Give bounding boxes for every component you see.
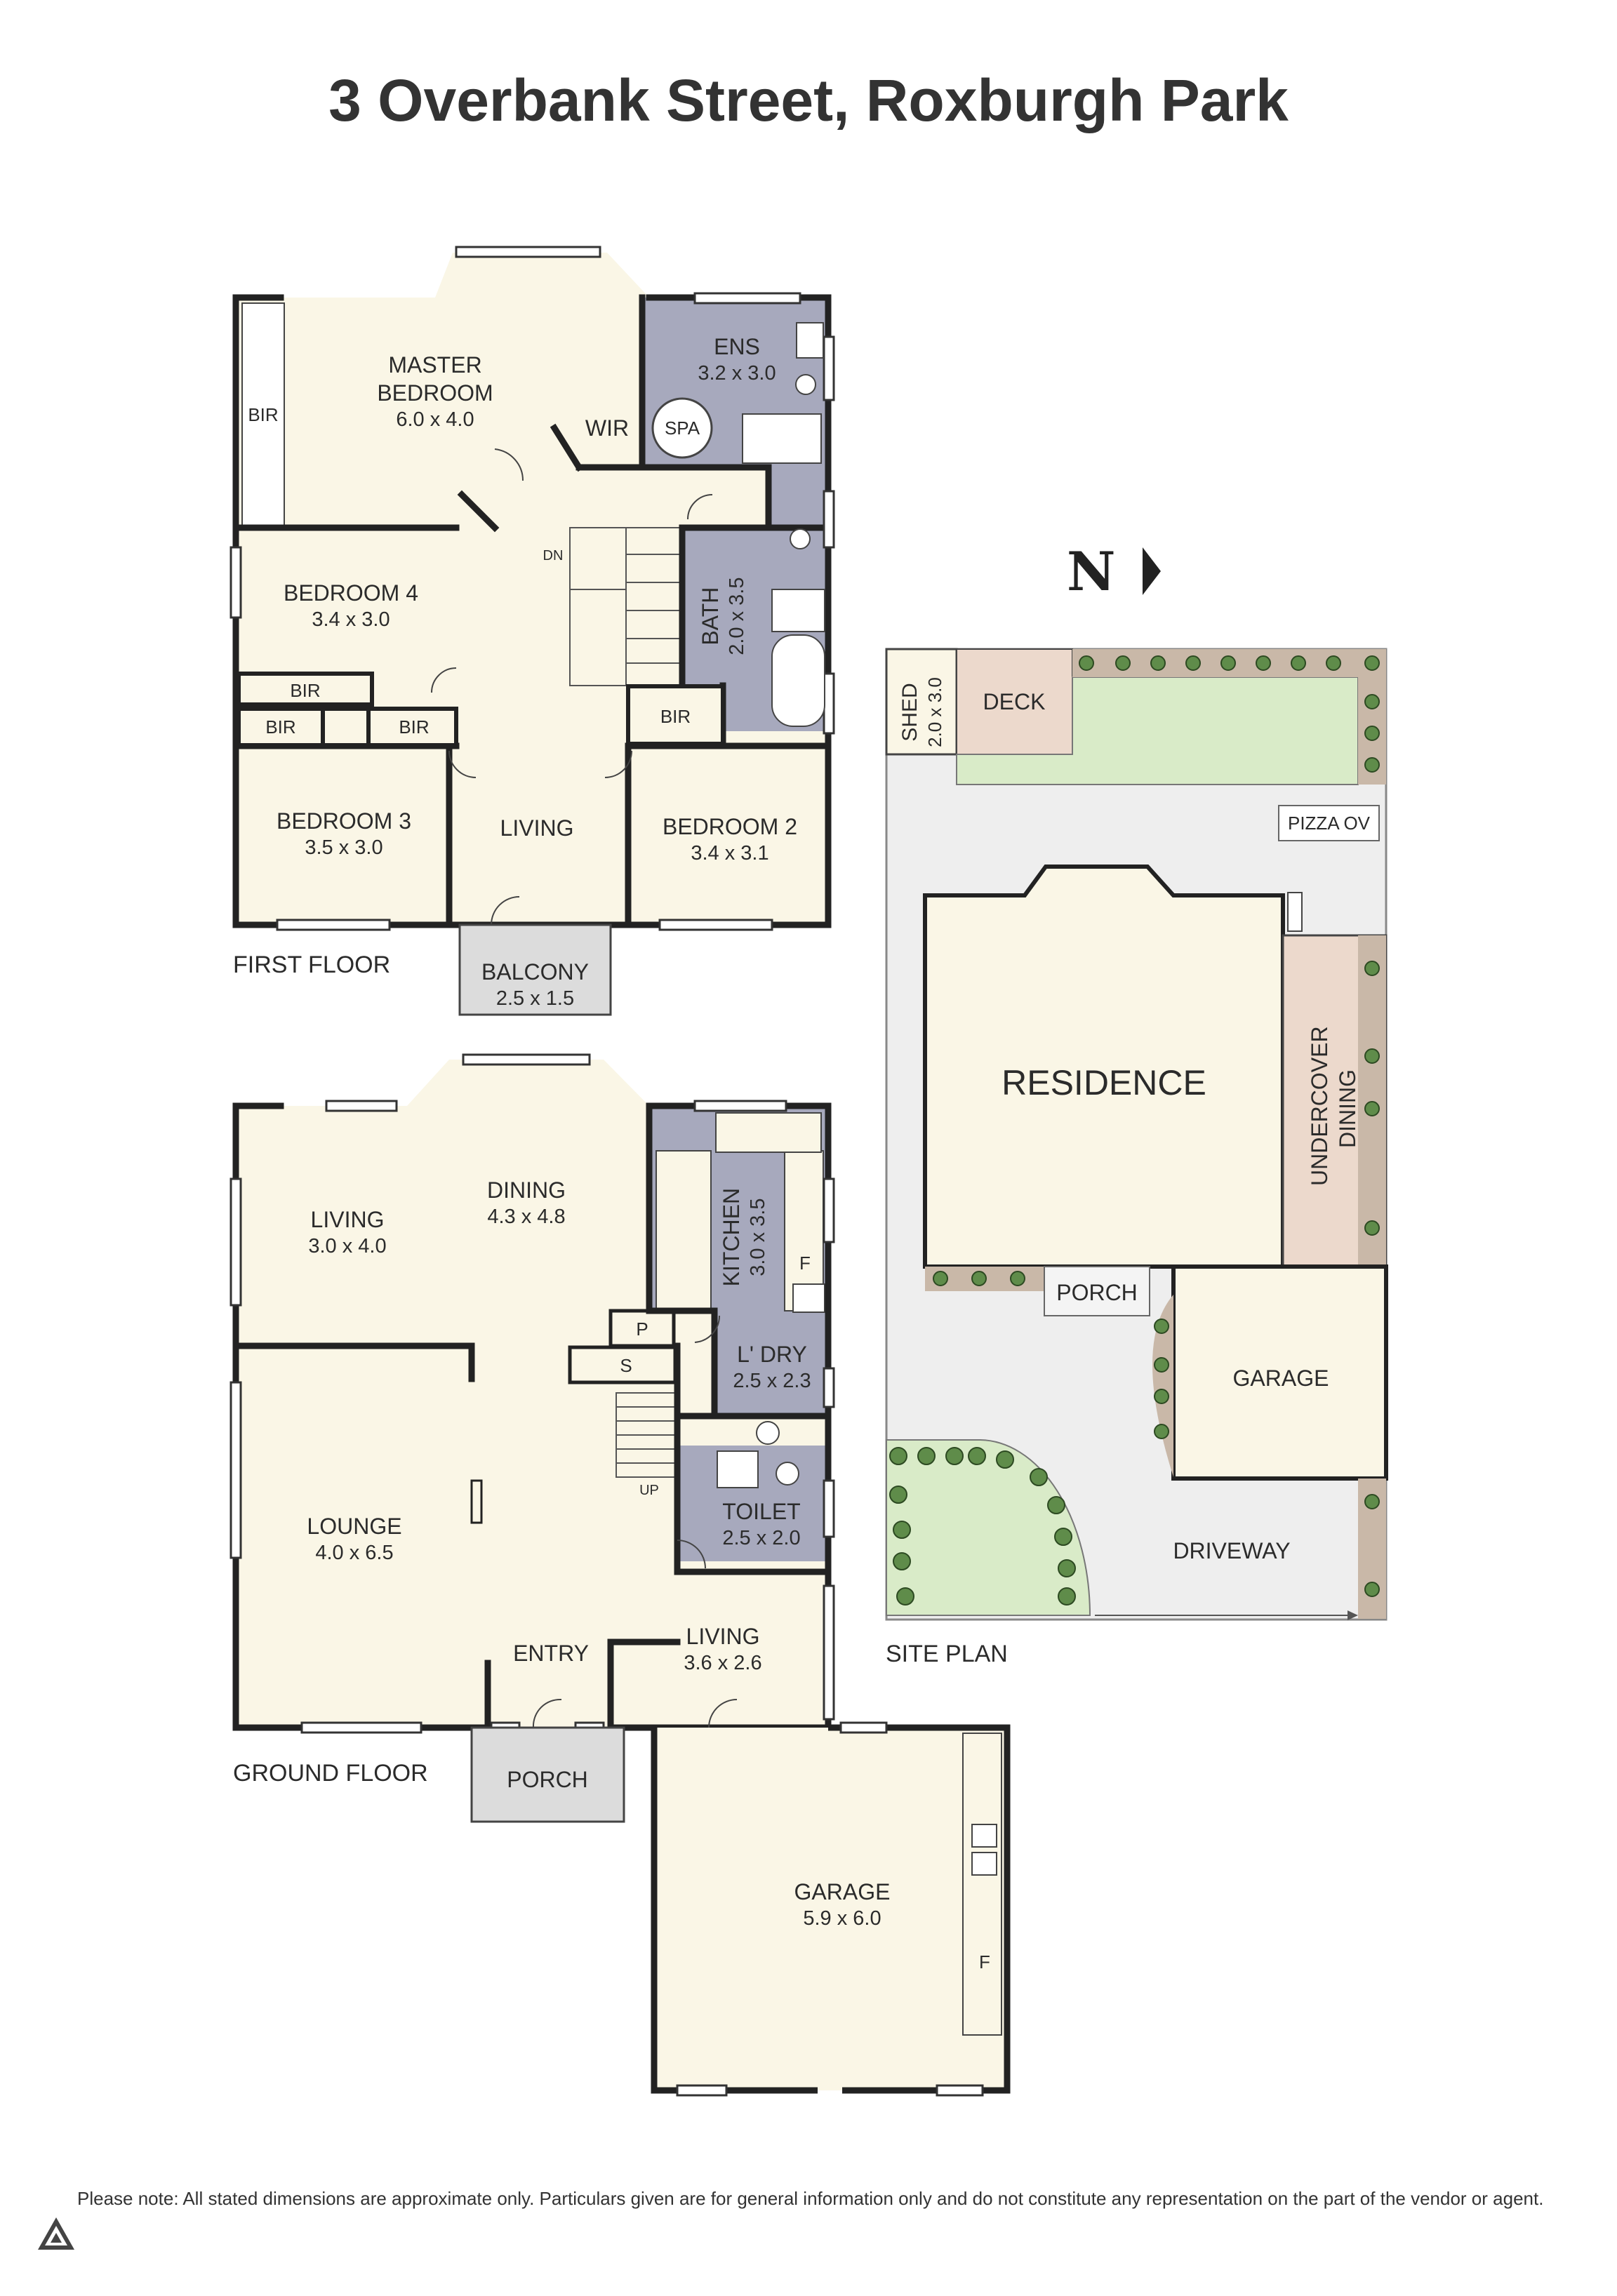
pizza-oven-label: PIZZA OV xyxy=(1287,813,1371,834)
pantry-label: P xyxy=(636,1319,648,1340)
balcony-label: BALCONY 2.5 x 1.5 xyxy=(467,958,604,1011)
shed-dims: 2.0 x 3.0 xyxy=(924,677,945,747)
bedroom3-dims: 3.5 x 3.0 xyxy=(305,836,383,859)
page-title: 3 Overbank Street, Roxburgh Park xyxy=(328,67,1289,133)
kitchen-fridge-label: F xyxy=(799,1253,811,1274)
bir-master-fill xyxy=(241,302,285,528)
lounge-label: LOUNGE 4.0 x 6.5 xyxy=(281,1512,428,1566)
dn-label: DN xyxy=(543,548,564,563)
company-logo-icon xyxy=(38,2217,74,2250)
first-floor-plan xyxy=(229,246,835,1016)
bath-dims: 2.0 x 3.5 xyxy=(725,577,748,655)
ens-name: ENS xyxy=(714,334,760,359)
garage-dims: 5.9 x 6.0 xyxy=(803,1907,881,1930)
bir-c-label: BIR xyxy=(399,716,430,737)
up-label: UP xyxy=(639,1483,659,1498)
balcony-fill xyxy=(458,923,612,1016)
north-arrow-icon xyxy=(1143,547,1161,595)
disclaimer-text: Please note: All stated dimensions are a… xyxy=(77,2188,1544,2209)
garage-name: GARAGE xyxy=(794,1879,891,1904)
living-left-name: LIVING xyxy=(310,1207,385,1232)
bedroom2-label: BEDROOM 2 3.4 x 3.1 xyxy=(646,813,814,866)
bath-name: BATH xyxy=(697,587,723,646)
ens-label: ENS 3.2 x 3.0 xyxy=(674,333,800,386)
kitchen-name: KITCHEN xyxy=(718,1187,744,1287)
first-floor-stairs xyxy=(569,527,683,686)
bedroom3-name: BEDROOM 3 xyxy=(276,808,412,834)
dining-name: DINING xyxy=(487,1177,566,1203)
bedroom4-name: BEDROOM 4 xyxy=(283,580,419,606)
master-bedroom-dims: 6.0 x 4.0 xyxy=(396,408,474,431)
site-plan-section-label: SITE PLAN xyxy=(886,1641,1008,1667)
toilet-label: TOILET 2.5 x 2.0 xyxy=(705,1497,818,1551)
porch-fill xyxy=(470,1726,625,1823)
toilet-name: TOILET xyxy=(722,1499,801,1524)
living-right-dims: 3.6 x 2.6 xyxy=(684,1652,762,1674)
bedroom4-label: BEDROOM 4 3.4 x 3.0 xyxy=(267,579,435,632)
storage-label: S xyxy=(620,1355,632,1376)
bedroom2-name: BEDROOM 2 xyxy=(662,814,798,839)
porch-label: PORCH xyxy=(507,1767,588,1792)
lounge-dims: 4.0 x 6.5 xyxy=(315,1542,394,1564)
bir-d-label: BIR xyxy=(660,706,691,727)
ens-dims: 3.2 x 3.0 xyxy=(698,362,776,385)
bir-b-label: BIR xyxy=(265,716,296,737)
driveway-label: DRIVEWAY xyxy=(1173,1538,1291,1563)
north-label: N xyxy=(1067,540,1116,603)
dining-label: DINING 4.3 x 4.8 xyxy=(456,1176,597,1229)
bath-label: BATH 2.0 x 3.5 xyxy=(696,563,750,669)
living-left-dims: 3.0 x 4.0 xyxy=(308,1235,387,1257)
bedroom3-label: BEDROOM 3 3.5 x 3.0 xyxy=(260,807,428,860)
ground-floor-section-label: GROUND FLOOR xyxy=(233,1760,428,1787)
balcony-name: BALCONY xyxy=(481,959,589,985)
toilet-dims: 2.5 x 2.0 xyxy=(722,1527,801,1549)
site-plan xyxy=(885,648,1388,1621)
garage-fridge-label: F xyxy=(979,1951,990,1973)
kitchen-dims: 3.0 x 3.5 xyxy=(746,1198,769,1276)
master-bedroom-label: MASTER BEDROOM 6.0 x 4.0 xyxy=(365,351,505,432)
laundry-name: L' DRY xyxy=(737,1342,807,1367)
site-porch-label: PORCH xyxy=(1056,1280,1138,1305)
living-right-label: LIVING 3.6 x 2.6 xyxy=(660,1622,786,1676)
dining-dims: 4.3 x 4.8 xyxy=(487,1206,566,1228)
laundry-label: L' DRY 2.5 x 2.3 xyxy=(719,1340,825,1394)
site-garage-label: GARAGE xyxy=(1232,1366,1329,1391)
bedroom2-dims: 3.4 x 3.1 xyxy=(691,842,769,865)
undercover-dining-label: UNDERCOVER DINING xyxy=(1307,1026,1360,1186)
garage-label: GARAGE 5.9 x 6.0 xyxy=(765,1878,919,1931)
first-floor-section-label: FIRST FLOOR xyxy=(233,952,391,978)
shed-name: SHED xyxy=(898,683,921,742)
living-right-name: LIVING xyxy=(686,1624,760,1649)
deck-label: DECK xyxy=(983,689,1046,714)
garden-shrubs xyxy=(889,655,1380,1606)
bath-top-fill xyxy=(768,467,828,530)
residence-label: RESIDENCE xyxy=(1002,1063,1206,1102)
first-living-label: LIVING xyxy=(500,815,574,841)
balcony-dims: 2.5 x 1.5 xyxy=(495,987,575,1010)
garage-fill xyxy=(654,1728,1007,2090)
spa-circle xyxy=(651,397,713,459)
bedroom4-dims: 3.4 x 3.0 xyxy=(312,608,390,631)
laundry-dims: 2.5 x 2.3 xyxy=(733,1370,811,1392)
master-bedroom-name: MASTER BEDROOM xyxy=(377,352,493,406)
wir-label: WIR xyxy=(585,415,630,441)
living-left-label: LIVING 3.0 x 4.0 xyxy=(281,1206,414,1259)
bir-master-label: BIR xyxy=(248,404,279,425)
lounge-name: LOUNGE xyxy=(307,1514,402,1539)
shed-label: SHED 2.0 x 3.0 xyxy=(897,663,946,761)
laundry-fill xyxy=(714,1311,828,1416)
bir-a-label: BIR xyxy=(290,680,321,701)
spa-label: SPA xyxy=(664,418,700,439)
ground-floor-plan xyxy=(229,1053,1011,2097)
entry-label: ENTRY xyxy=(513,1641,589,1666)
kitchen-label: KITCHEN 3.0 x 3.5 xyxy=(717,1177,771,1297)
